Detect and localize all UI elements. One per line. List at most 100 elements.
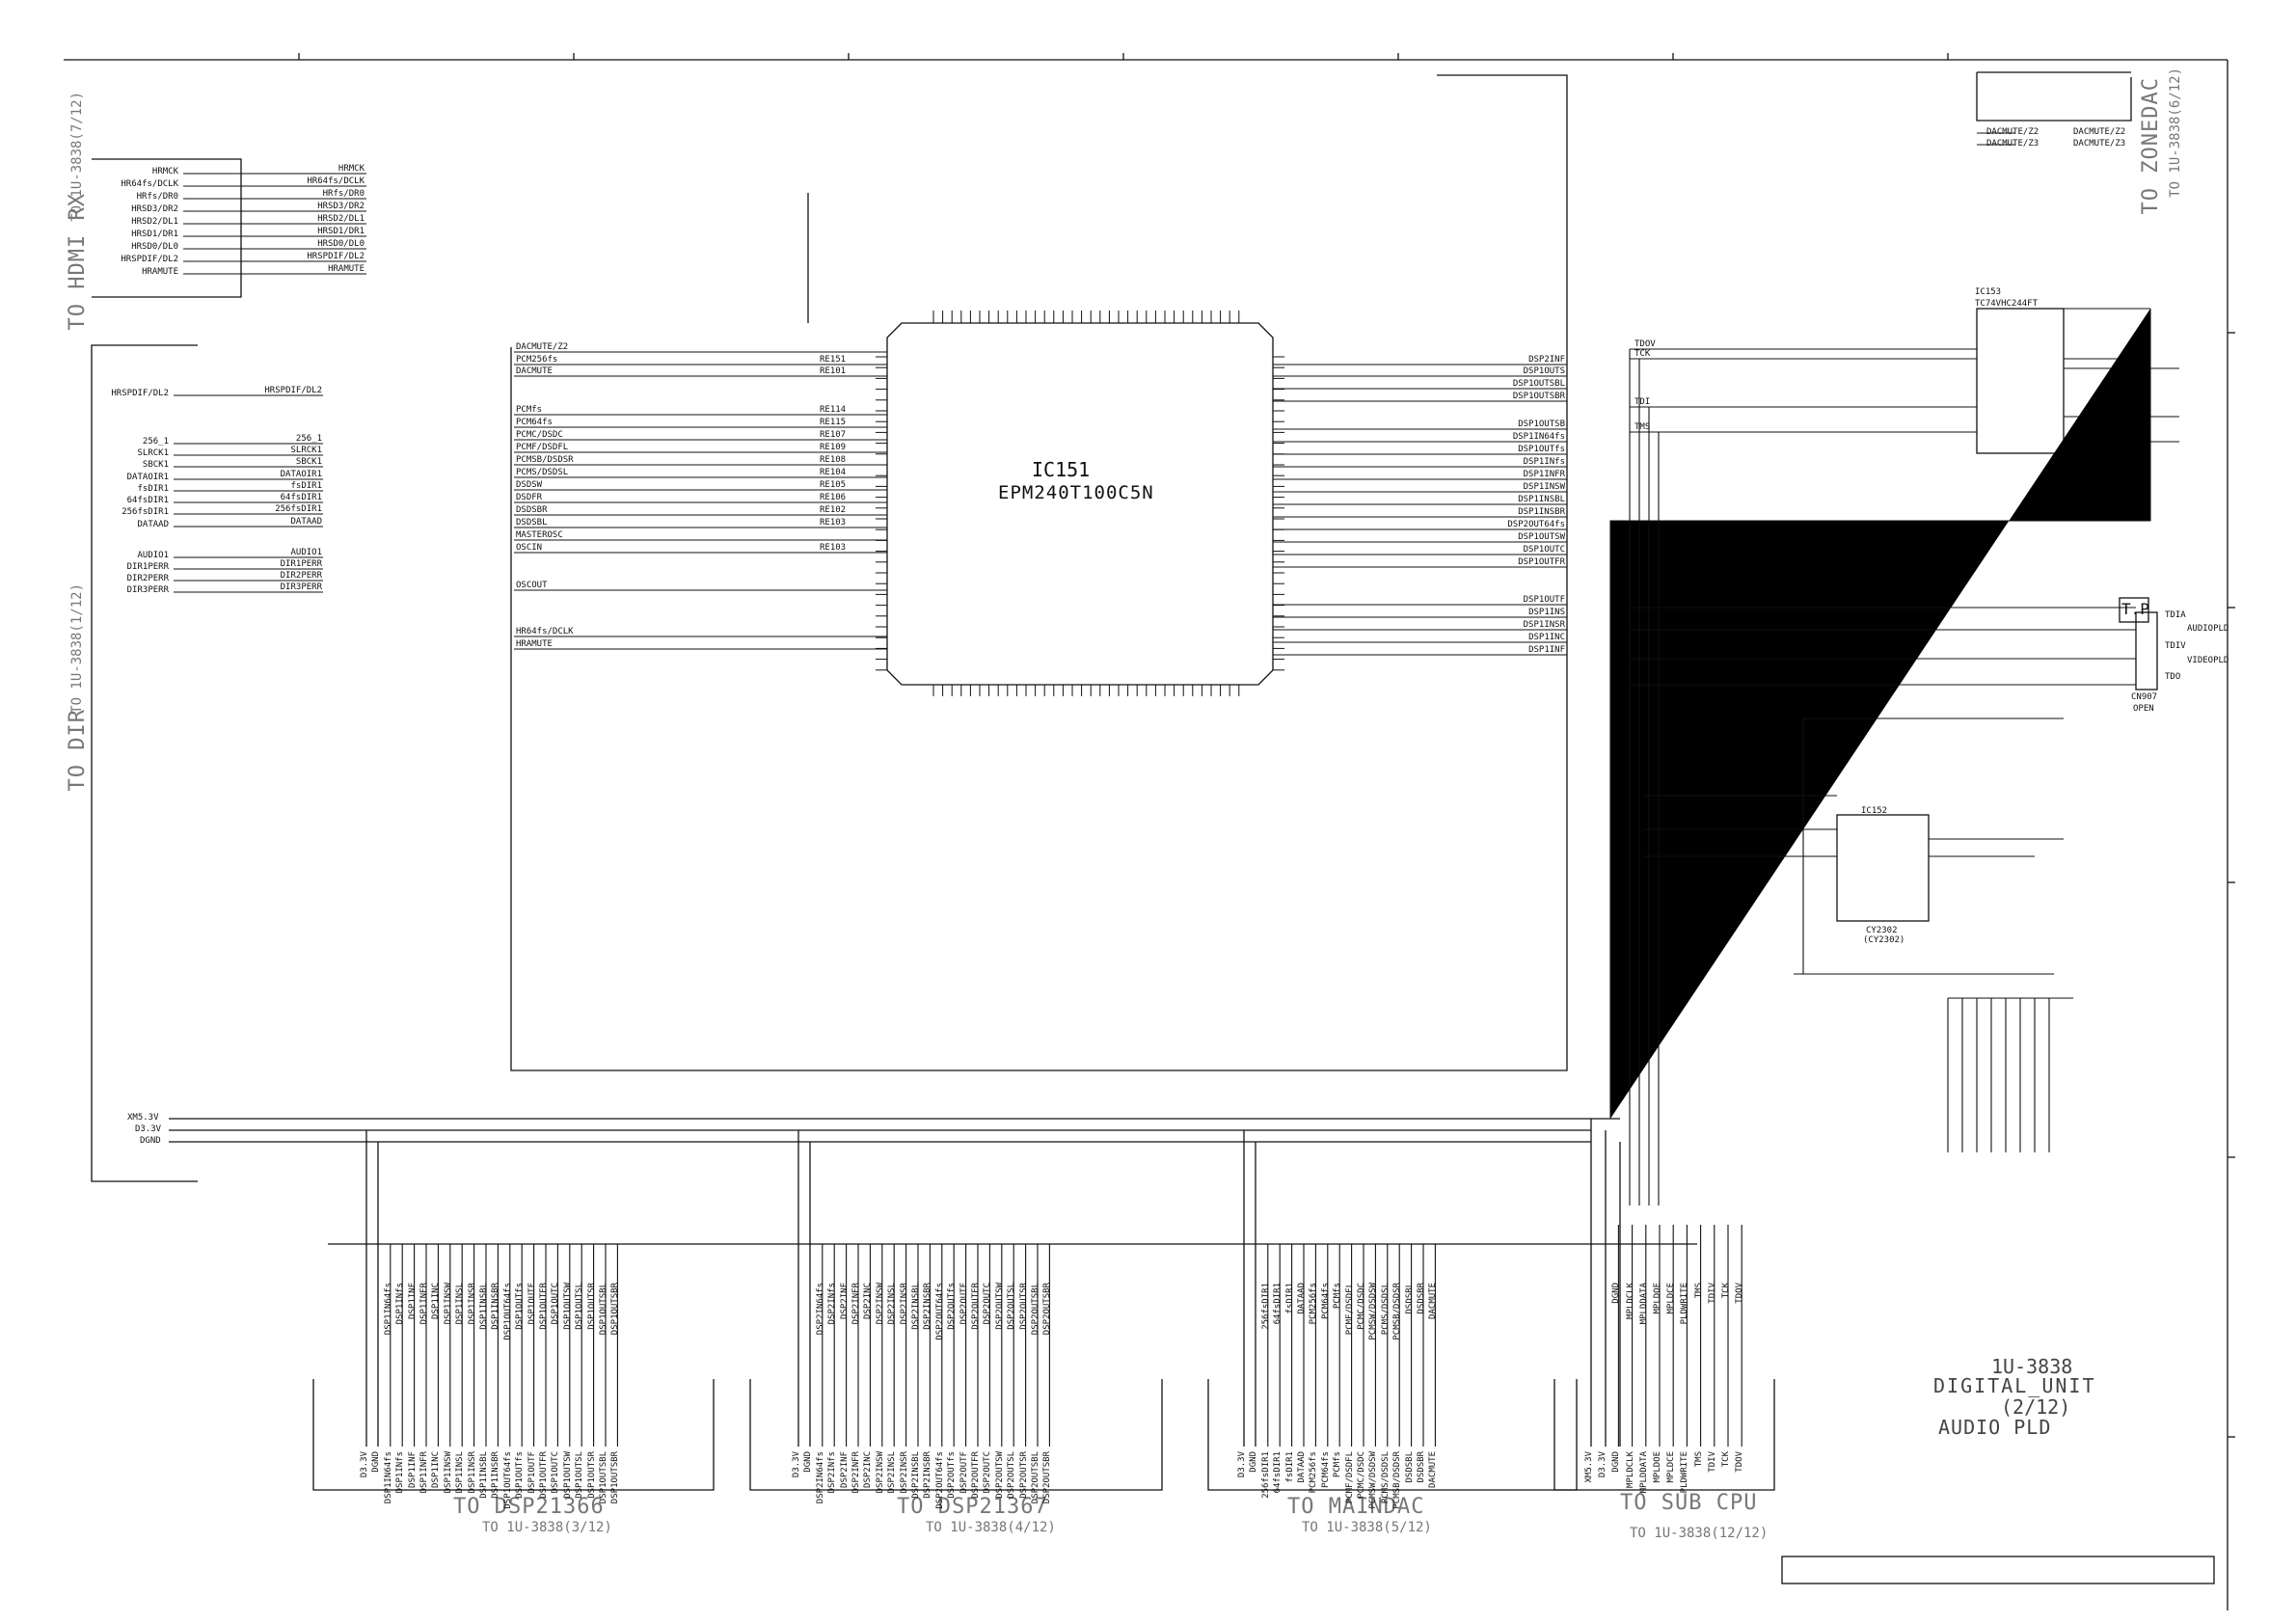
right-net: DSP1INSBR (1518, 507, 1565, 517)
connector-pin: PCM256fs (1309, 1451, 1319, 1494)
connector-pin: fsDIR1 (1284, 1451, 1295, 1483)
bus-net: DSP2INSR (899, 1283, 909, 1325)
left-net: PCMS/DSDSL (516, 468, 569, 477)
ic152-part2: (CY2302) (1863, 935, 1905, 945)
tp-pin-videopld: VIDEOPLD (2187, 656, 2229, 665)
connector-pin: PCMF/DSDFL (1344, 1451, 1355, 1504)
bus-net: DSP1OUTC (551, 1283, 561, 1325)
subcpu-label: TO SUB CPU (1620, 1491, 1758, 1515)
resistor-ref: RE108 (820, 455, 847, 465)
bus-net: PCMSB/DSDSR (1392, 1283, 1403, 1340)
bus-net: DSDSBL (1404, 1283, 1415, 1314)
hdmi-rx-net: HRSD1/DR1 (317, 227, 365, 236)
left-net: PCMfs (516, 405, 543, 415)
left-net: HRAMUTE (516, 639, 553, 649)
bus-net: DSP2INSW (875, 1283, 885, 1325)
right-net: DSP1INSW (1523, 482, 1565, 492)
bus-net: MPLDCLK (1625, 1283, 1635, 1319)
tp-pin-audiopld: AUDIOPLD (2187, 624, 2229, 634)
hdmi-rx-net: HRfs/DR0 (322, 189, 365, 199)
bus-net: DSP2OUT64fs (934, 1283, 945, 1340)
connector-pin: DSP2INSBR (923, 1451, 933, 1499)
tp-label: T.P (2121, 600, 2149, 618)
zonedac-net: DACMUTE/Z2 (1986, 127, 2039, 137)
connector-pin: 256fsDIR1 (1260, 1451, 1271, 1499)
hdmi-rx-pin: HRSD2/DL1 (131, 217, 178, 227)
dsp21366-ref: TO 1U-3838(3/12) (482, 1520, 612, 1535)
right-net: DSP2INF (1528, 355, 1565, 365)
bus-net: MPLDCE (1666, 1283, 1677, 1314)
connector-pin: DSP2OUTSR (1018, 1451, 1029, 1499)
dir-pin: DIR1PERR (126, 562, 169, 572)
dir-pin: AUDIO1 (137, 551, 169, 560)
connector-pin: DSP1OUT64fs (502, 1451, 513, 1509)
connector-pin: DSP2OUTfs (947, 1451, 958, 1499)
dir-net: SLRCK1 (290, 446, 322, 455)
bus-net: DGND (1611, 1283, 1622, 1304)
connector-pin: DSP2OUTC (983, 1451, 993, 1494)
connector-pin: DSP1OUTF (527, 1451, 537, 1494)
bus-net: PCMS/DSDSL (1380, 1283, 1391, 1336)
bus-net: DSP2IN64fs (815, 1283, 825, 1336)
hdmi-rx-pin: HRSD1/DR1 (131, 230, 178, 239)
title-unit: DIGITAL_UNIT (1933, 1374, 2096, 1397)
dir-net: 64fsDIR1 (280, 493, 322, 502)
connector-pin: DSP1OUTSR (586, 1451, 597, 1499)
right-net: DSP1OUTSBR (1512, 392, 1565, 401)
hdmi-rx-pin: HRSD3/DR2 (131, 204, 178, 214)
resistor-ref: RE102 (820, 505, 847, 515)
dir-pin: SLRCK1 (137, 448, 169, 458)
bus-net: PCM256fs (1309, 1283, 1319, 1325)
resistor-ref: RE105 (820, 480, 847, 490)
bus-net: DSP1OUTSL (575, 1283, 585, 1330)
dir-net: SBCK1 (295, 457, 322, 467)
tp-ref: CN907 (2131, 692, 2158, 702)
connector-pin: D3.3V (1237, 1451, 1247, 1478)
resistor-ref: RE114 (820, 405, 847, 415)
left-net: PCMSB/DSDSR (516, 455, 574, 465)
left-net: DSDSBR (516, 505, 548, 515)
bus-net: TDIV (1707, 1283, 1717, 1304)
bus-net: MPLDDATA (1638, 1283, 1649, 1325)
connector-pin: D3.3V (792, 1451, 801, 1478)
connector-pin: DSP1INSBR (491, 1451, 501, 1499)
maindac-ref: TO 1U-3838(5/12) (1302, 1520, 1432, 1535)
left-net: PCM256fs (516, 355, 558, 365)
dir-net: DIR1PERR (280, 559, 322, 569)
ic153-ref: IC153 (1975, 287, 2002, 297)
bus-net: TDOV (1735, 1283, 1745, 1304)
connector-pin: DSP1OUTC (551, 1451, 561, 1494)
dir-net: DATAAD (290, 517, 322, 527)
dir-ref: TO 1U-3838(1/12) (69, 583, 85, 714)
right-net: DSP1INFR (1523, 470, 1565, 479)
right-net: DSP1IN64fs (1512, 432, 1565, 442)
bus-net: DSP2INSL (887, 1283, 898, 1325)
bus-net: DSP2OUTF (959, 1283, 969, 1325)
ic151-part: EPM240T100C5N (998, 482, 1154, 503)
connector-pin: DSDSBR (1417, 1451, 1426, 1483)
connector-pin: 64fsDIR1 (1273, 1451, 1283, 1494)
bus-net: DSP1IN64fs (383, 1283, 393, 1336)
bus-net: DACMUTE (1428, 1283, 1439, 1319)
resistor-ref: RE101 (820, 366, 847, 376)
left-net: OSCIN (516, 543, 543, 553)
connector-pin: DSP2INSL (887, 1451, 898, 1494)
jtag-tdi: TDI (1634, 397, 1651, 407)
connector-pin: DSP1INF (407, 1451, 418, 1488)
bus-net: DSP1INSBL (479, 1283, 489, 1330)
bus-net: DSP2INFR (851, 1283, 861, 1325)
connector-pin: DSP2INfs (827, 1451, 838, 1494)
connector-pin: DSP1OUTFR (539, 1451, 549, 1499)
bus-net: DSP1OUTSW (562, 1283, 573, 1330)
title-page: (2/12) (2001, 1395, 2071, 1419)
bus-net: MPLDOE (1653, 1283, 1662, 1314)
bus-net: DSP1INfs (395, 1283, 406, 1325)
connector-pin: DSP2INFR (851, 1451, 861, 1494)
left-net: DSDSW (516, 480, 543, 490)
bus-net: PCMC/DSDC (1357, 1283, 1366, 1330)
zonedac-label: TO ZONEDAC (2139, 77, 2163, 215)
hdmi-rx-pin: HRMCK (151, 167, 178, 176)
connector-pin: DSP2OUTF (959, 1451, 969, 1494)
right-net: DSP1INC (1528, 633, 1565, 642)
hdmi-rx-pin: HRfs/DR0 (136, 192, 178, 202)
